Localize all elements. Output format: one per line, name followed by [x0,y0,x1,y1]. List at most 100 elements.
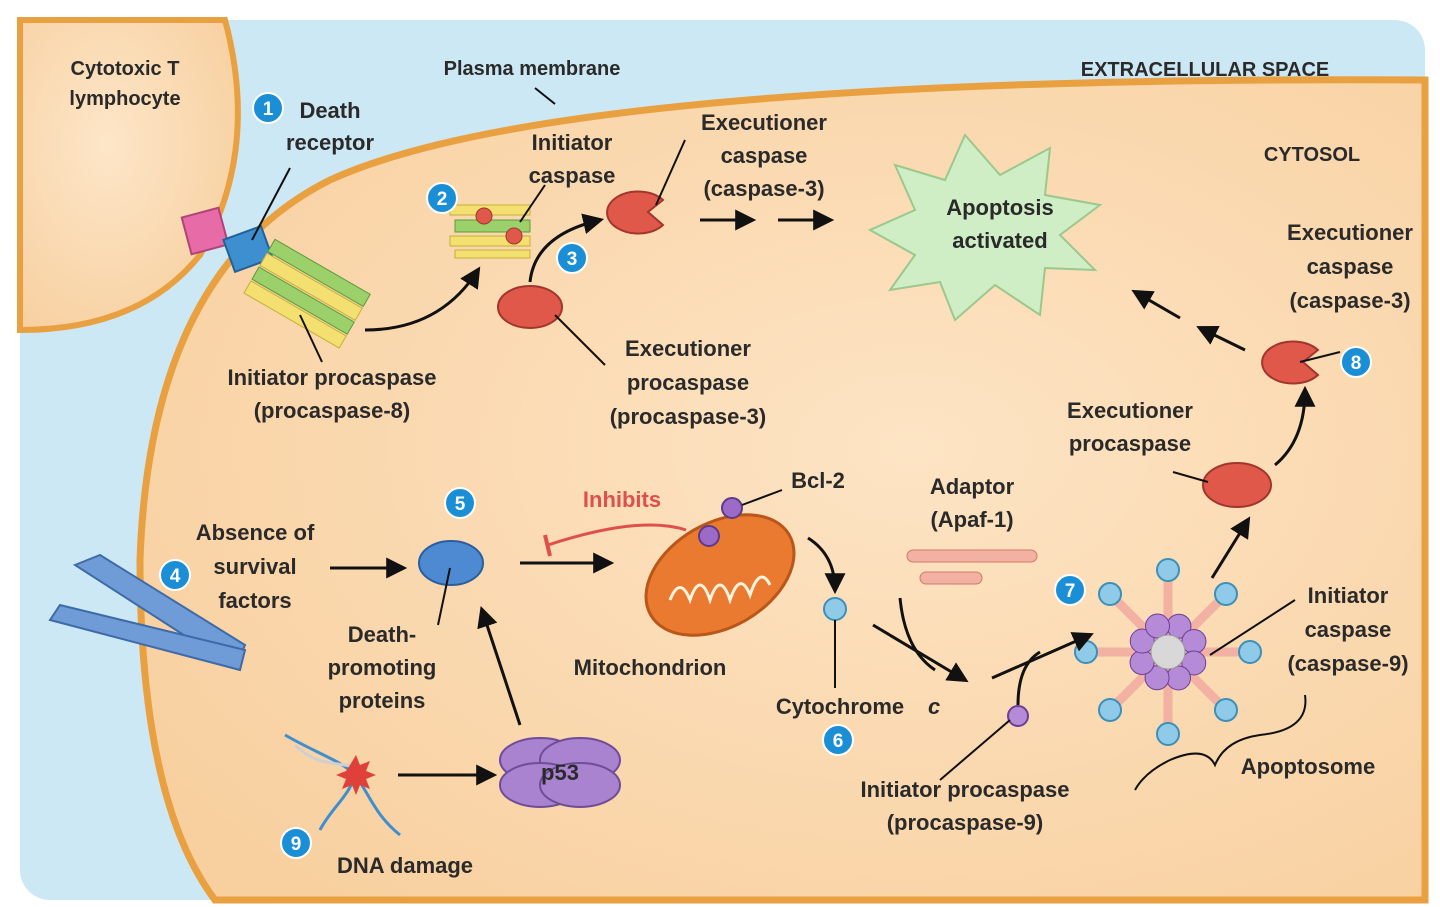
label-initiator-procaspase-9-2: (procaspase-9) [887,810,1044,835]
label-executioner-procaspase-right-2: procaspase [1069,431,1191,456]
p53-shape [499,737,621,808]
step-circle-7 [1054,574,1086,606]
apoptosome-cytochrome [1213,697,1238,722]
step-number-1: 1 [263,99,274,120]
label-plasma-membrane: Plasma membrane [444,58,621,80]
apoptosome-caspase [1129,628,1155,654]
label-bcl2: Bcl-2 [791,468,845,493]
survival-receptor [48,553,247,672]
label-inhibits: Inhibits [583,487,661,512]
step-number-8: 8 [1351,353,1362,374]
label-death-promoting-3: proteins [339,688,426,713]
label-apoptosis-activated-1: Apoptosis [946,195,1054,220]
label-death-receptor-1: Death [299,98,360,123]
label-executioner-procaspase-3-2: procaspase [627,370,749,395]
death-promoting-protein [418,540,484,586]
label-initiator-procaspase-9-1: Initiator procaspase [860,777,1069,802]
label-absence-survival-1: Absence of [196,520,315,545]
label-executioner-caspase-top-3: (caspase-3) [703,176,824,201]
label-cytotoxic-t-2: lymphocyte [69,88,180,110]
executioner-procaspase-right [1202,462,1272,508]
step-circle-8 [1340,346,1372,378]
step-circle-6 [822,724,854,756]
apoptosis-starburst [867,133,1103,322]
executioner-procaspase-3 [497,285,563,329]
diagram-labels: Cytotoxic T lymphocyte Plasma membrane EXTR… [69,58,1413,878]
apoptosome-caspase [1181,629,1207,655]
label-absence-survival-2: survival [213,554,296,579]
label-cytochrome: Cytochrome [776,694,904,719]
label-initiator-caspase-9-2: caspase [1305,617,1392,642]
label-cytotoxic-t-1: Cytotoxic T [71,58,180,80]
label-executioner-procaspase-3-1: Executioner [625,336,751,361]
cytochrome-c-molecule [823,597,847,621]
mitochondrion-shape [644,497,796,637]
step-number-6: 6 [833,731,844,752]
label-adaptor-2: (Apaf-1) [930,507,1013,532]
label-initiator-caspase-top-1: Initiator [532,130,613,155]
adaptor-apaf1-shape [906,549,1038,585]
step-circle-9 [280,827,312,859]
step-circle-4 [159,559,191,591]
step-number-4: 4 [170,566,181,587]
initiator-caspase-cluster [449,204,531,259]
label-initiator-procaspase-8-2: (procaspase-8) [254,398,411,423]
apoptosome-cytochrome [1238,640,1262,664]
apoptosome-caspase [1145,613,1171,639]
label-p53: p53 [541,760,579,785]
step-number-5: 5 [455,494,466,515]
procaspase-9-molecule [1007,705,1029,727]
label-apoptosome: Apoptosome [1241,754,1375,779]
label-initiator-caspase-top-2: caspase [529,163,616,188]
cytotoxic-t-cell [17,17,241,334]
label-initiator-caspase-9-1: Initiator [1308,583,1389,608]
step-circle-1 [252,92,284,124]
pathway-arrows [330,209,1316,786]
label-dna-damage: DNA damage [337,853,473,878]
apoptosome-cytochrome [1074,640,1098,664]
executioner-caspase-right [1261,340,1320,385]
label-executioner-caspase-right-2: caspase [1307,254,1394,279]
apoptosome-caspase [1181,650,1207,676]
label-executioner-procaspase-right-1: Executioner [1067,398,1193,423]
step-markers: 1 2 3 4 5 6 7 8 9 [159,92,1372,859]
label-cytosol: CYTOSOL [1264,144,1360,166]
step-circle-5 [444,487,476,519]
apoptosome-cytochrome [1098,582,1123,607]
label-initiator-caspase-9-3: (caspase-9) [1287,651,1408,676]
apoptosome-caspase [1129,649,1155,675]
apoptosome-core [1150,634,1186,670]
label-death-promoting-1: Death- [348,622,416,647]
label-adaptor-1: Adaptor [930,474,1015,499]
label-apoptosis-activated-2: activated [952,228,1047,253]
apoptosome-shape [1074,558,1262,746]
label-executioner-caspase-top-1: Executioner [701,110,827,135]
label-extracellular-space: EXTRACELLULAR SPACE [1081,59,1330,81]
label-death-receptor-2: receptor [286,130,374,155]
apoptosome-cytochrome [1213,582,1238,607]
apoptosome-cytochrome [1098,697,1123,722]
dna-damage-shape [284,733,401,837]
step-circle-2 [426,182,458,214]
label-initiator-procaspase-8-1: Initiator procaspase [227,365,436,390]
step-number-2: 2 [437,189,448,210]
step-number-3: 3 [567,249,578,270]
label-death-promoting-2: promoting [328,655,437,680]
apoptosome-cytochrome [1156,722,1180,746]
label-executioner-caspase-right-1: Executioner [1287,220,1413,245]
label-executioner-caspase-right-3: (caspase-3) [1289,288,1410,313]
label-executioner-caspase-top-2: caspase [721,143,808,168]
death-receptor-shape [180,206,371,349]
leader-lines [251,87,1341,791]
step-number-9: 9 [291,834,302,855]
label-cytochrome-c-italic: c [928,694,940,719]
apoptosome-caspase [1165,665,1191,691]
label-absence-survival-3: factors [218,588,291,613]
inhibit-line [543,523,687,557]
apoptosome-cytochrome [1156,558,1180,582]
label-mitochondrion: Mitochondrion [574,655,727,680]
step-circle-3 [556,242,588,274]
step-number-7: 7 [1065,581,1076,602]
label-executioner-procaspase-3-3: (procaspase-3) [610,404,767,429]
